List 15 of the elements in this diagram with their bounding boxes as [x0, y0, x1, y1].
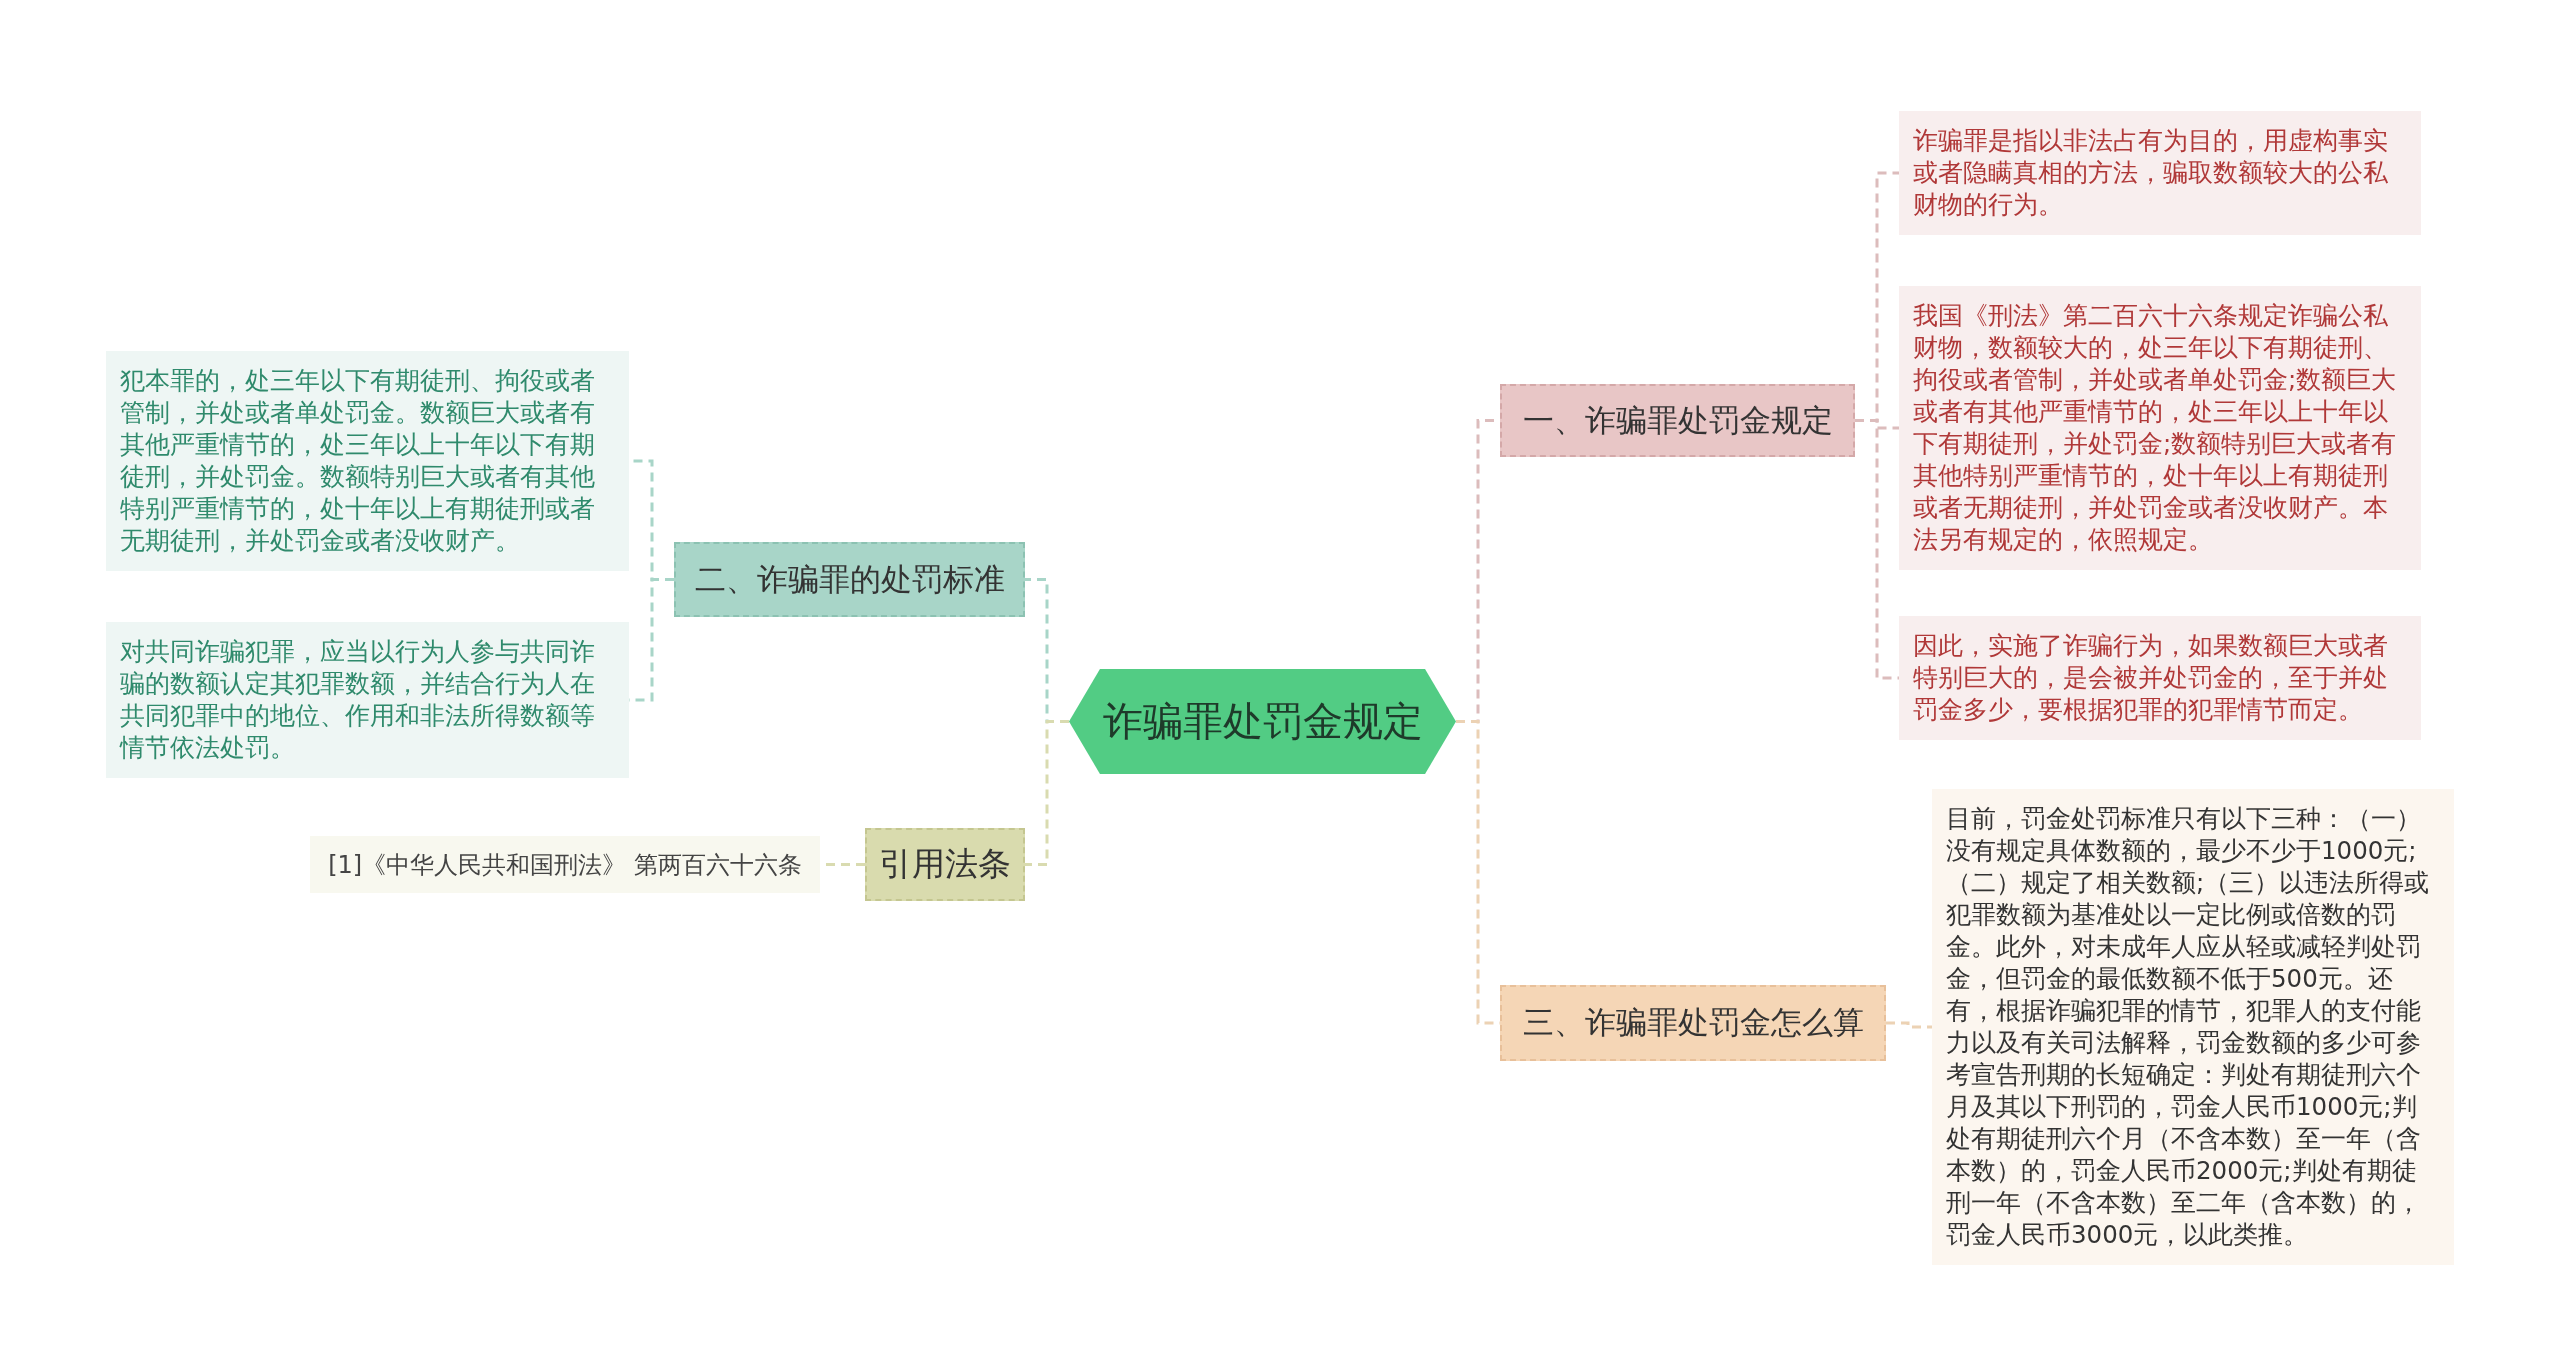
- text-card: 目前，罚金处罚标准只有以下三种：（一）没有规定具体数额的，最少不少于1000元;（二）规定了相关数额;（三）以违法所得或犯罪数额为基准处以一定比例或倍数的罚金。此外，对未成年人应从轻或减轻判处罚金，但罚金的最低数额不低于500元。还有，根据诈骗犯罪的情节，犯罪人的支付能力以及有关司法解释，罚金数额的多少可参考宣告刑期的长短确定：判处有期徒刑六个月及其以下刑罚的，罚金人民币1000元;判处有期徒刑六个月（不含本数）至一年（含本数）的，罚金人民币2000元;判处有期徒刑一年（不含本数）至二年（含本数）的，罚金人民币3000元，以此类推。: [1932, 789, 2454, 1265]
- connector-line: [1025, 720, 1069, 866]
- text-card: 我国《刑法》第二百六十六条规定诈骗公私财物，数额较大的，处三年以下有期徒刑、拘役或者管制，并处或者单处罚金;数额巨大或者有其他严重情节的，处三年以上十年以下有期徒刑，并处罚金;数额特别巨大或者有其他特别严重情节的，处十年以上有期徒刑或者无期徒刑，并处罚金或者没收财产。本法另有规定的，依照规定。: [1899, 286, 2421, 570]
- text-card: 犯本罪的，处三年以下有期徒刑、拘役或者管制，并处或者单处罚金。数额巨大或者有其他严重情节的，处三年以上十年以下有期徒刑，并处罚金。数额特别巨大或者有其他特别严重情节的，处十年以上有期徒刑或者无期徒刑，并处罚金或者没收财产。: [106, 351, 629, 571]
- reference-card: [1]《中华人民共和国刑法》 第两百六十六条: [310, 836, 820, 893]
- branch-box: 二、诈骗罪的处罚标准: [674, 542, 1025, 617]
- branch-box: 引用法条: [865, 828, 1025, 901]
- central-topic: 诈骗罪处罚金规定: [1069, 669, 1456, 774]
- connector-line: [1855, 419, 1899, 680]
- text-card: 因此，实施了诈骗行为，如果数额巨大或者特别巨大的，是会被并处罚金的，至于并处罚金多少，要根据犯罪的犯罪情节而定。: [1899, 616, 2421, 740]
- branch-box: 三、诈骗罪处罚金怎么算: [1500, 985, 1886, 1061]
- text-card: 诈骗罪是指以非法占有为目的，用虚构事实或者隐瞒真相的方法，骗取数额较大的公私财物的行为。: [1899, 111, 2421, 235]
- text-card: 对共同诈骗犯罪，应当以行为人参与共同诈骗的数额认定其犯罪数额，并结合行为人在共同犯罪中的地位、作用和非法所得数额等情节依法处罚。: [106, 622, 629, 778]
- connector-line: [1886, 1021, 1932, 1029]
- branch-box: 一、诈骗罪处罚金规定: [1500, 384, 1855, 457]
